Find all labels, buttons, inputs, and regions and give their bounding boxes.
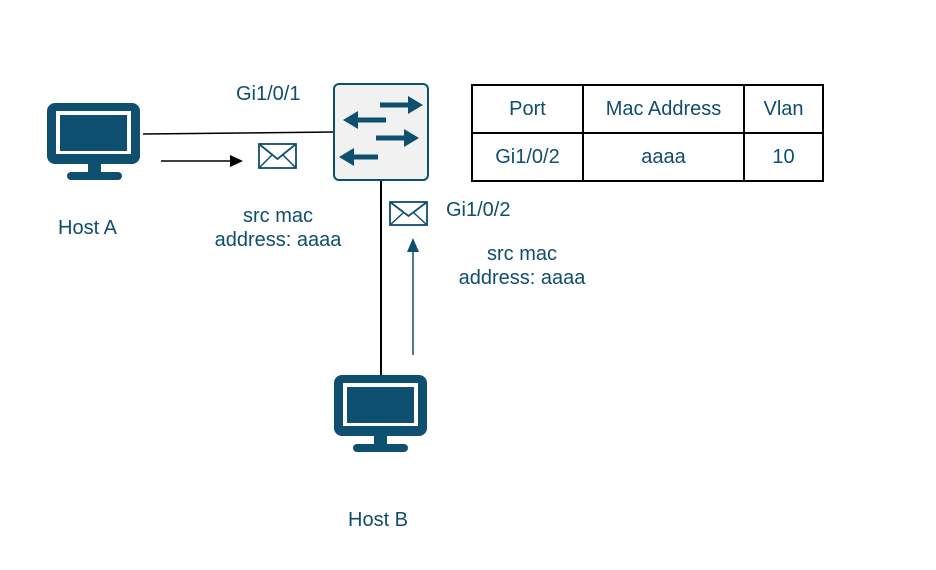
mac-table-header-row: Port Mac Address Vlan — [471, 84, 824, 134]
host-b-monitor-icon — [334, 375, 427, 452]
mac-table-header-vlan: Vlan — [743, 84, 824, 134]
frame-b-caption-line2: address: aaaa — [458, 267, 586, 289]
mac-table-cell-vlan: 10 — [743, 132, 824, 182]
mac-table-cell-port: Gi1/0/2 — [471, 132, 584, 182]
frame-a-caption-line2: address: aaaa — [214, 229, 342, 251]
mac-table-header-port: Port — [471, 84, 584, 134]
envelope-icon-a — [258, 143, 297, 169]
mac-address-table: Port Mac Address Vlan Gi1/0/2 aaaa 10 — [471, 84, 824, 182]
frame-a-caption: src mac address: aaaa — [200, 204, 356, 252]
switch-icon — [333, 83, 429, 181]
frame-b-caption: src mac address: aaaa — [444, 242, 600, 290]
envelope-icon-b — [389, 201, 428, 226]
mac-table-cell-mac-address: aaaa — [582, 132, 745, 182]
frame-a-caption-line1: src mac — [243, 205, 313, 227]
link-host-a-switch — [142, 131, 335, 135]
port-label-gi1-0-1: Gi1/0/1 — [236, 83, 301, 105]
mac-table-row: Gi1/0/2 aaaa 10 — [471, 132, 824, 182]
arrow-up-icon — [407, 238, 419, 355]
host-b-label: Host B — [348, 509, 409, 531]
host-a-label: Host A — [58, 217, 117, 239]
arrow-right-icon — [161, 155, 243, 167]
host-a-monitor-icon — [47, 103, 140, 180]
frame-b-caption-line1: src mac — [487, 243, 557, 265]
port-label-gi1-0-2: Gi1/0/2 — [446, 199, 511, 221]
mac-table-header-mac-address: Mac Address — [582, 84, 745, 134]
